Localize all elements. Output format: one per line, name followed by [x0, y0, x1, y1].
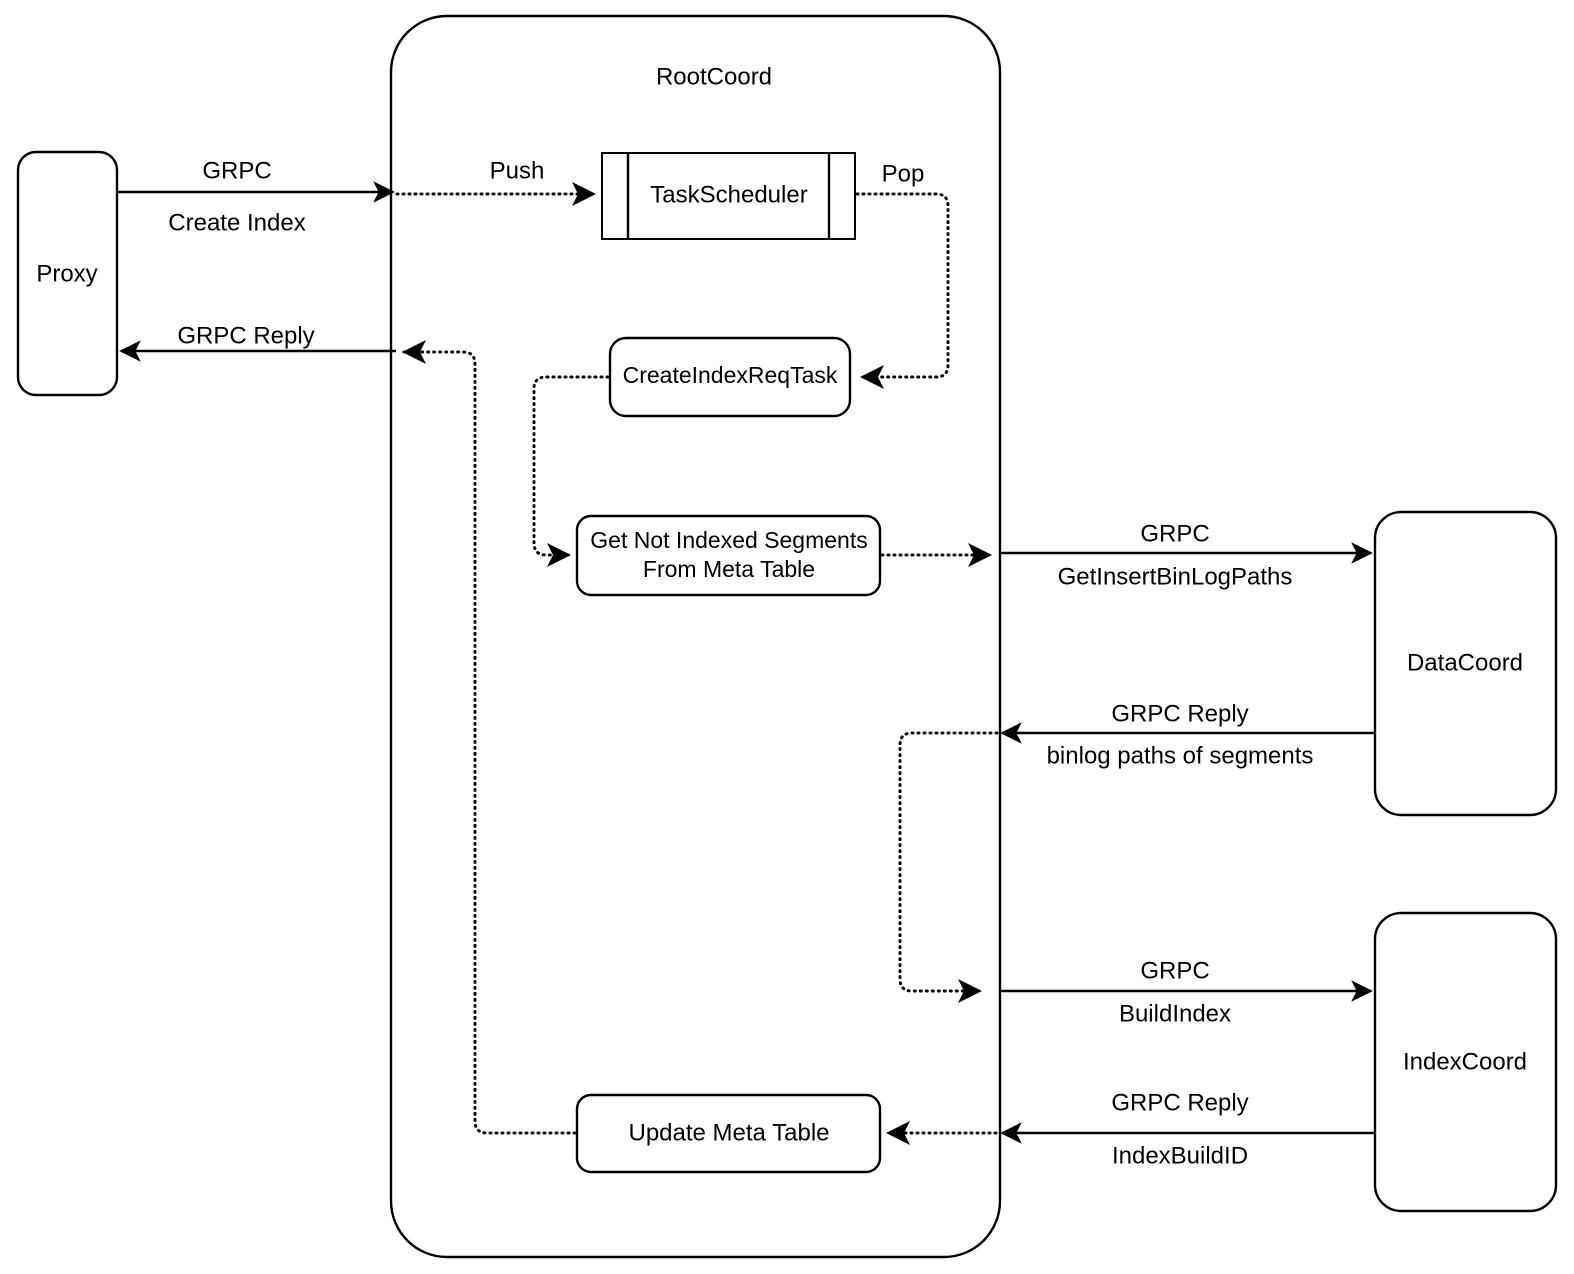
edge-label-indexcoord-reply-top: GRPC Reply [1111, 1089, 1248, 1116]
node-proxy[interactable] [16, 150, 119, 397]
node-create-index-req-task[interactable] [608, 336, 852, 418]
edge-label-pop: Pop [882, 160, 925, 187]
edge-label-grpc-reply-to-proxy: GRPC Reply [177, 322, 314, 349]
node-update-meta-table-label: Update Meta Table [628, 1119, 829, 1146]
node-get-not-indexed-segments-label-line1: Get Not Indexed Segments [590, 527, 867, 553]
node-get-not-indexed-segments-label-line2: From Meta Table [643, 556, 815, 582]
edge-label-grpc-create-index-bottom: Create Index [168, 209, 305, 236]
edge-pop-to-create-index-req-task [855, 192, 950, 389]
edge-label-datacoord-reply-bottom: binlog paths of segments [1047, 742, 1314, 769]
node-get-not-indexed-segments[interactable] [575, 514, 882, 597]
node-indexcoord-label: IndexCoord [1403, 1048, 1527, 1075]
edge-label-datacoord-reply-top: GRPC Reply [1111, 700, 1248, 727]
edge-label-push: Push [490, 157, 545, 184]
node-task-scheduler[interactable] [601, 152, 856, 240]
edge-label-datacoord-req-bottom: GetInsertBinLogPaths [1058, 563, 1293, 590]
edge-update-meta-table-to-grpc-reply [402, 340, 577, 1135]
node-indexcoord[interactable] [1373, 911, 1558, 1213]
edge-binlog-reply-to-buildindex [898, 731, 999, 1003]
edge-create-index-req-task-to-get-segments [532, 375, 610, 567]
container-rootcoord-label: RootCoord [656, 63, 772, 90]
node-task-scheduler-label: TaskScheduler [650, 181, 807, 208]
edge-label-datacoord-req-top: GRPC [1140, 520, 1209, 547]
node-datacoord[interactable] [1373, 510, 1558, 817]
edge-label-indexcoord-reply-bottom: IndexBuildID [1112, 1142, 1248, 1169]
edge-label-grpc-create-index-top: GRPC [202, 157, 271, 184]
node-create-index-req-task-label: CreateIndexReqTask [623, 362, 838, 388]
container-rootcoord [389, 14, 1002, 1259]
node-datacoord-label: DataCoord [1407, 649, 1523, 676]
edge-label-indexcoord-req-top: GRPC [1140, 957, 1209, 984]
node-update-meta-table[interactable] [575, 1093, 882, 1174]
edge-label-indexcoord-req-bottom: BuildIndex [1119, 1000, 1231, 1027]
node-proxy-label: Proxy [36, 260, 97, 287]
